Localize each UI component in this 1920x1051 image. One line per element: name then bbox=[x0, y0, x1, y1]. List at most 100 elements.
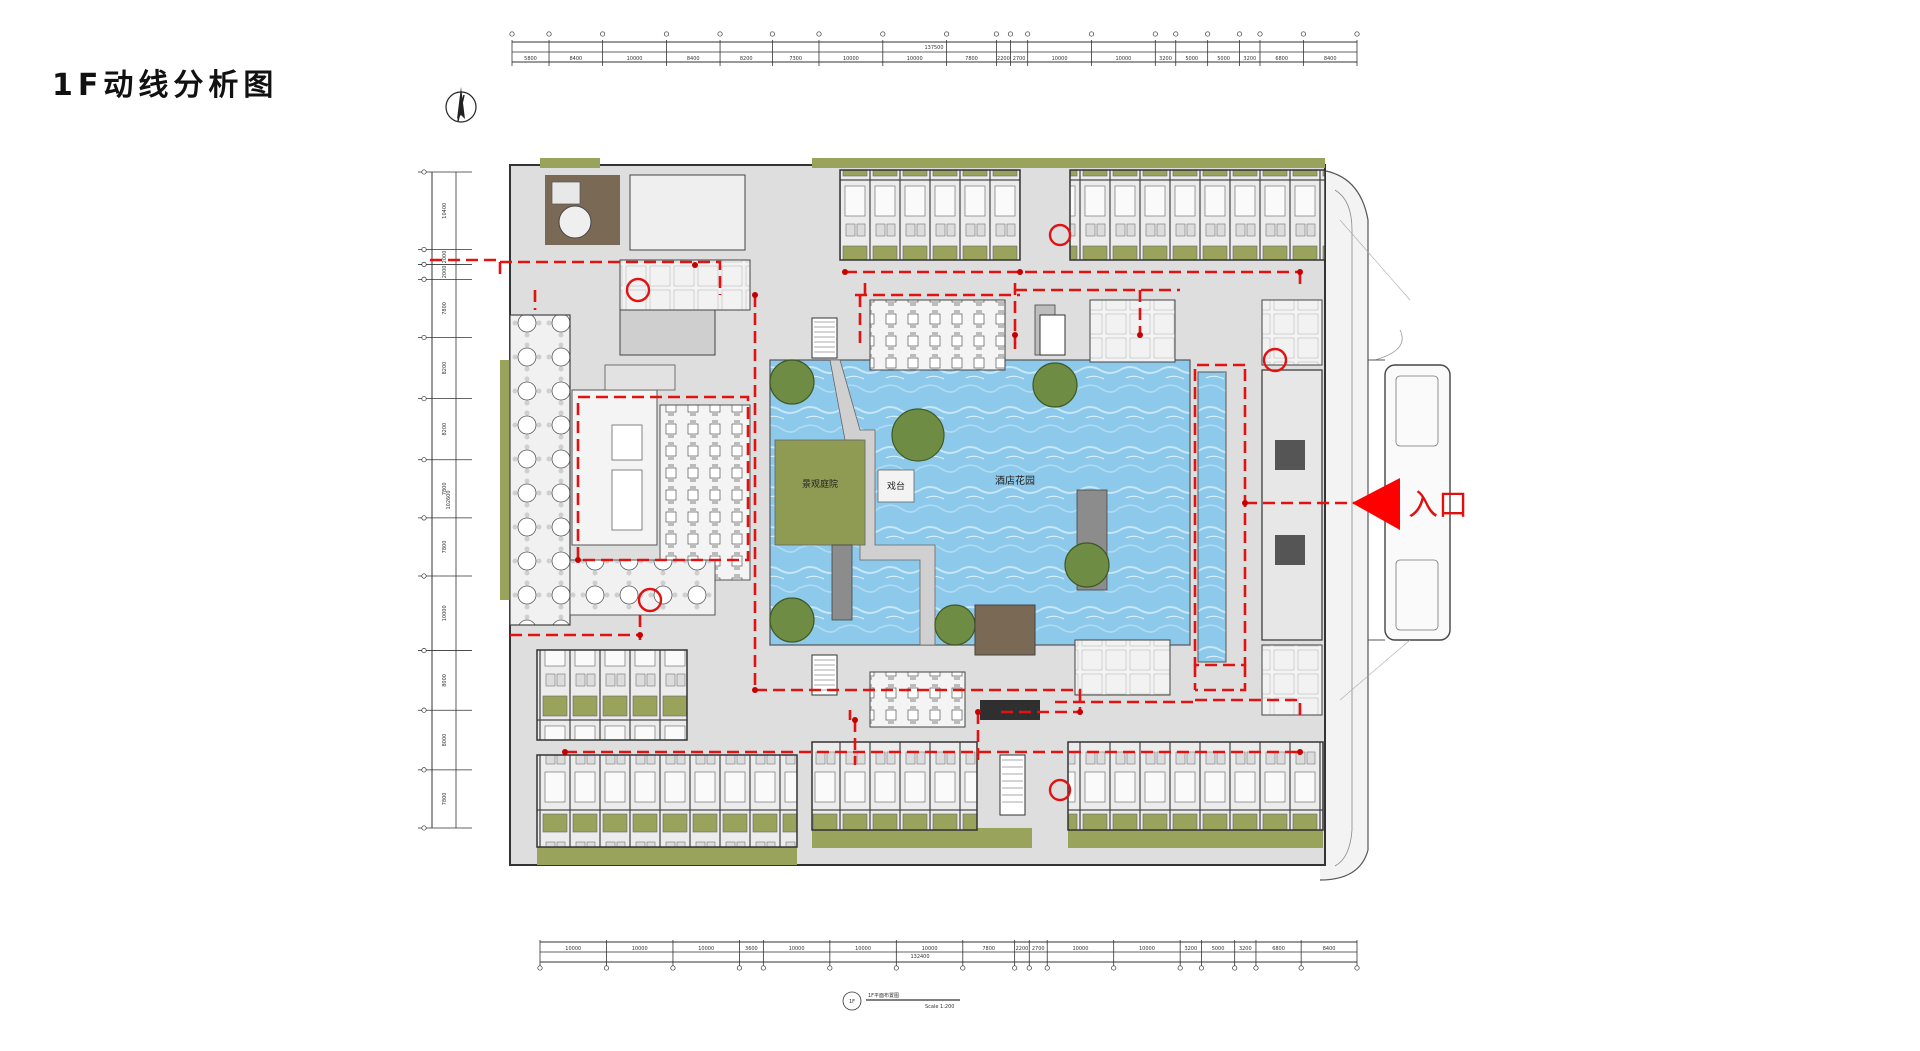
grid-axis-bubble bbox=[827, 965, 833, 971]
grid-axis-bubble bbox=[421, 246, 427, 253]
grid-axis-bubble bbox=[421, 457, 427, 463]
grid-axis-bubble bbox=[1300, 31, 1306, 37]
stair-icon bbox=[811, 654, 838, 696]
svg-text:1F: 1F bbox=[849, 999, 855, 1005]
grid-axis-bubble bbox=[421, 515, 427, 521]
grid-axis-bubble bbox=[993, 31, 999, 37]
dimension-value: 10000 bbox=[698, 946, 714, 952]
dimension-value: 10000 bbox=[627, 56, 643, 62]
dimension-value: 7800 bbox=[982, 946, 995, 952]
elevator-markers bbox=[625, 223, 1288, 802]
dimension-value: 7800 bbox=[442, 482, 448, 495]
driveway bbox=[1319, 169, 1451, 881]
grid-axis-bubble bbox=[893, 965, 899, 971]
circulation-routes bbox=[430, 258, 1365, 765]
grid-axis-bubble bbox=[1354, 31, 1360, 37]
grid-axis-bubble bbox=[421, 648, 427, 654]
grid-axis-bubble bbox=[1198, 965, 1204, 971]
grid-axis-bubble bbox=[1012, 965, 1018, 971]
north-lounge bbox=[869, 299, 1176, 371]
dimension-value: 6800 bbox=[1275, 56, 1288, 62]
top-total-dim: 137500 bbox=[924, 45, 943, 51]
dimension-value: 7800 bbox=[442, 541, 448, 554]
left-dimension: 102600 104002000200078008200820078007800… bbox=[418, 169, 472, 831]
entry-triangle-icon bbox=[1352, 478, 1400, 530]
grid-axis-bubble bbox=[1111, 965, 1117, 971]
dimension-value: 10000 bbox=[632, 946, 648, 952]
dimension-value: 10000 bbox=[789, 946, 805, 952]
hotel-garden bbox=[769, 359, 1227, 663]
dimension-value: 5800 bbox=[524, 56, 537, 62]
dimension-value: 2700 bbox=[1013, 56, 1026, 62]
dimension-value: 10000 bbox=[1115, 56, 1131, 62]
dimension-value: 2200 bbox=[997, 56, 1010, 62]
dimension-value: 10000 bbox=[1139, 946, 1155, 952]
dimension-value: 10000 bbox=[922, 946, 938, 952]
dimension-value: 3200 bbox=[1159, 56, 1172, 62]
guest-rooms-southwest-b bbox=[536, 754, 798, 848]
route-nodes bbox=[562, 262, 1303, 755]
guest-rooms-north-b bbox=[1069, 169, 1326, 261]
grid-axis-bubble bbox=[421, 707, 427, 713]
stage-label: 戏台 bbox=[887, 480, 905, 492]
north-arrow-icon bbox=[445, 87, 477, 123]
dimension-value: 3200 bbox=[1243, 56, 1256, 62]
grid-axis-bubble bbox=[1025, 31, 1031, 37]
dimension-value: 10000 bbox=[442, 605, 448, 621]
south-lounge bbox=[869, 604, 1171, 728]
grid-axis-bubble bbox=[600, 31, 606, 37]
grid-axis-bubble bbox=[1298, 965, 1304, 971]
plan-caption-scale: Scale 1:200 bbox=[925, 1004, 954, 1010]
dimension-value: 5000 bbox=[1212, 946, 1225, 952]
dimension-value: 8400 bbox=[1324, 56, 1337, 62]
dimension-value: 10000 bbox=[565, 946, 581, 952]
grid-axis-bubble bbox=[1173, 31, 1179, 37]
grid-axis-bubble bbox=[816, 31, 822, 37]
entrance-label: 入口 bbox=[1408, 488, 1468, 523]
guest-rooms-north-a bbox=[839, 169, 1021, 261]
grid-axis-bubble bbox=[1237, 31, 1243, 37]
grid-axis-bubble bbox=[421, 169, 427, 175]
grid-axis-bubble bbox=[421, 261, 427, 267]
grid-axis-bubble bbox=[736, 965, 742, 971]
dimension-value: 3600 bbox=[745, 946, 758, 952]
dimension-value: 10000 bbox=[907, 56, 923, 62]
dimension-value: 8200 bbox=[740, 56, 753, 62]
left-dimension-ticks: 1040020002000780082008200780078001000080… bbox=[418, 169, 472, 831]
dimension-value: 2000 bbox=[442, 266, 448, 279]
grid-axis-bubble bbox=[421, 825, 427, 831]
grid-axis-bubble bbox=[663, 31, 669, 37]
dimension-value: 2700 bbox=[1032, 946, 1045, 952]
grid-axis-bubble bbox=[1152, 31, 1158, 37]
grid-axis-bubble bbox=[717, 31, 723, 37]
dimension-value: 10000 bbox=[843, 56, 859, 62]
grid-axis-bubble bbox=[603, 965, 610, 971]
grid-axis-bubble bbox=[421, 396, 427, 402]
elevator-marker bbox=[625, 277, 651, 303]
dimension-value: 2000 bbox=[442, 251, 448, 264]
grid-axis-bubble bbox=[1007, 31, 1013, 37]
grid-axis-bubble bbox=[1088, 31, 1095, 37]
dimension-value: 8400 bbox=[1323, 946, 1336, 952]
dimension-value: 8200 bbox=[442, 362, 448, 375]
dimension-value: 5000 bbox=[1185, 56, 1198, 62]
grid-axis-bubble bbox=[509, 31, 515, 37]
dimension-value: 8000 bbox=[442, 734, 448, 747]
west-wing bbox=[509, 174, 751, 626]
dimension-value: 7800 bbox=[965, 56, 978, 62]
dimension-value: 10000 bbox=[1052, 56, 1068, 62]
dimension-value: 8200 bbox=[442, 423, 448, 436]
left-total-dim: 102600 bbox=[446, 490, 452, 509]
dimension-value: 3200 bbox=[1239, 946, 1252, 952]
plan-caption-title: 1F平面布置图 bbox=[868, 992, 899, 999]
stair-icon bbox=[811, 317, 838, 359]
east-lobby bbox=[1261, 299, 1323, 716]
plan-caption: 1F 1F平面布置图 Scale 1:200 bbox=[842, 991, 960, 1011]
dimension-value: 8400 bbox=[687, 56, 700, 62]
grid-axis-bubble bbox=[1026, 965, 1032, 971]
stair-icon bbox=[1039, 314, 1066, 356]
grid-axis-bubble bbox=[421, 276, 427, 282]
